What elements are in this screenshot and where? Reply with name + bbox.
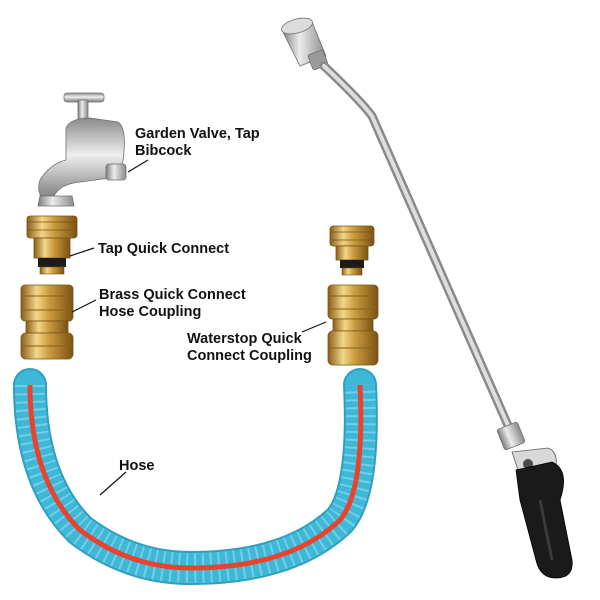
watering-wand	[281, 17, 573, 579]
brass-hose-coupling	[20, 284, 74, 360]
label-tap-quick-connect-line1: Tap Quick Connect	[98, 241, 230, 257]
label-brass-coupling: Brass Quick Connect Hose Coupling	[99, 287, 246, 321]
label-brass-coupling-line2: Hose Coupling	[99, 304, 202, 320]
label-garden-valve-line2: Bibcock	[135, 143, 192, 159]
tap-quick-connect	[26, 215, 78, 275]
label-waterstop-line2: Connect Coupling	[187, 348, 312, 364]
leader-hose	[99, 471, 127, 496]
waterstop-coupling	[327, 284, 379, 366]
leader-waterstop	[301, 321, 327, 333]
label-tap-quick-connect: Tap Quick Connect	[98, 241, 229, 258]
label-garden-valve: Garden Valve, Tap Bibcock	[135, 126, 260, 160]
quick-connector-right	[329, 225, 375, 276]
label-hose: Hose	[119, 458, 154, 475]
label-hose-line1: Hose	[119, 458, 155, 474]
leader-valve	[127, 159, 149, 173]
leader-lines	[69, 159, 327, 496]
label-waterstop: Waterstop Quick Connect Coupling	[187, 331, 312, 365]
leader-brass-coupling	[71, 299, 97, 313]
label-garden-valve-line1: Garden Valve, Tap	[135, 126, 260, 142]
label-waterstop-line1: Waterstop Quick	[187, 331, 302, 347]
garden-valve	[37, 92, 127, 207]
leader-tap-connect	[69, 247, 95, 257]
garden-hose	[13, 368, 378, 586]
label-brass-coupling-line1: Brass Quick Connect	[99, 287, 246, 303]
